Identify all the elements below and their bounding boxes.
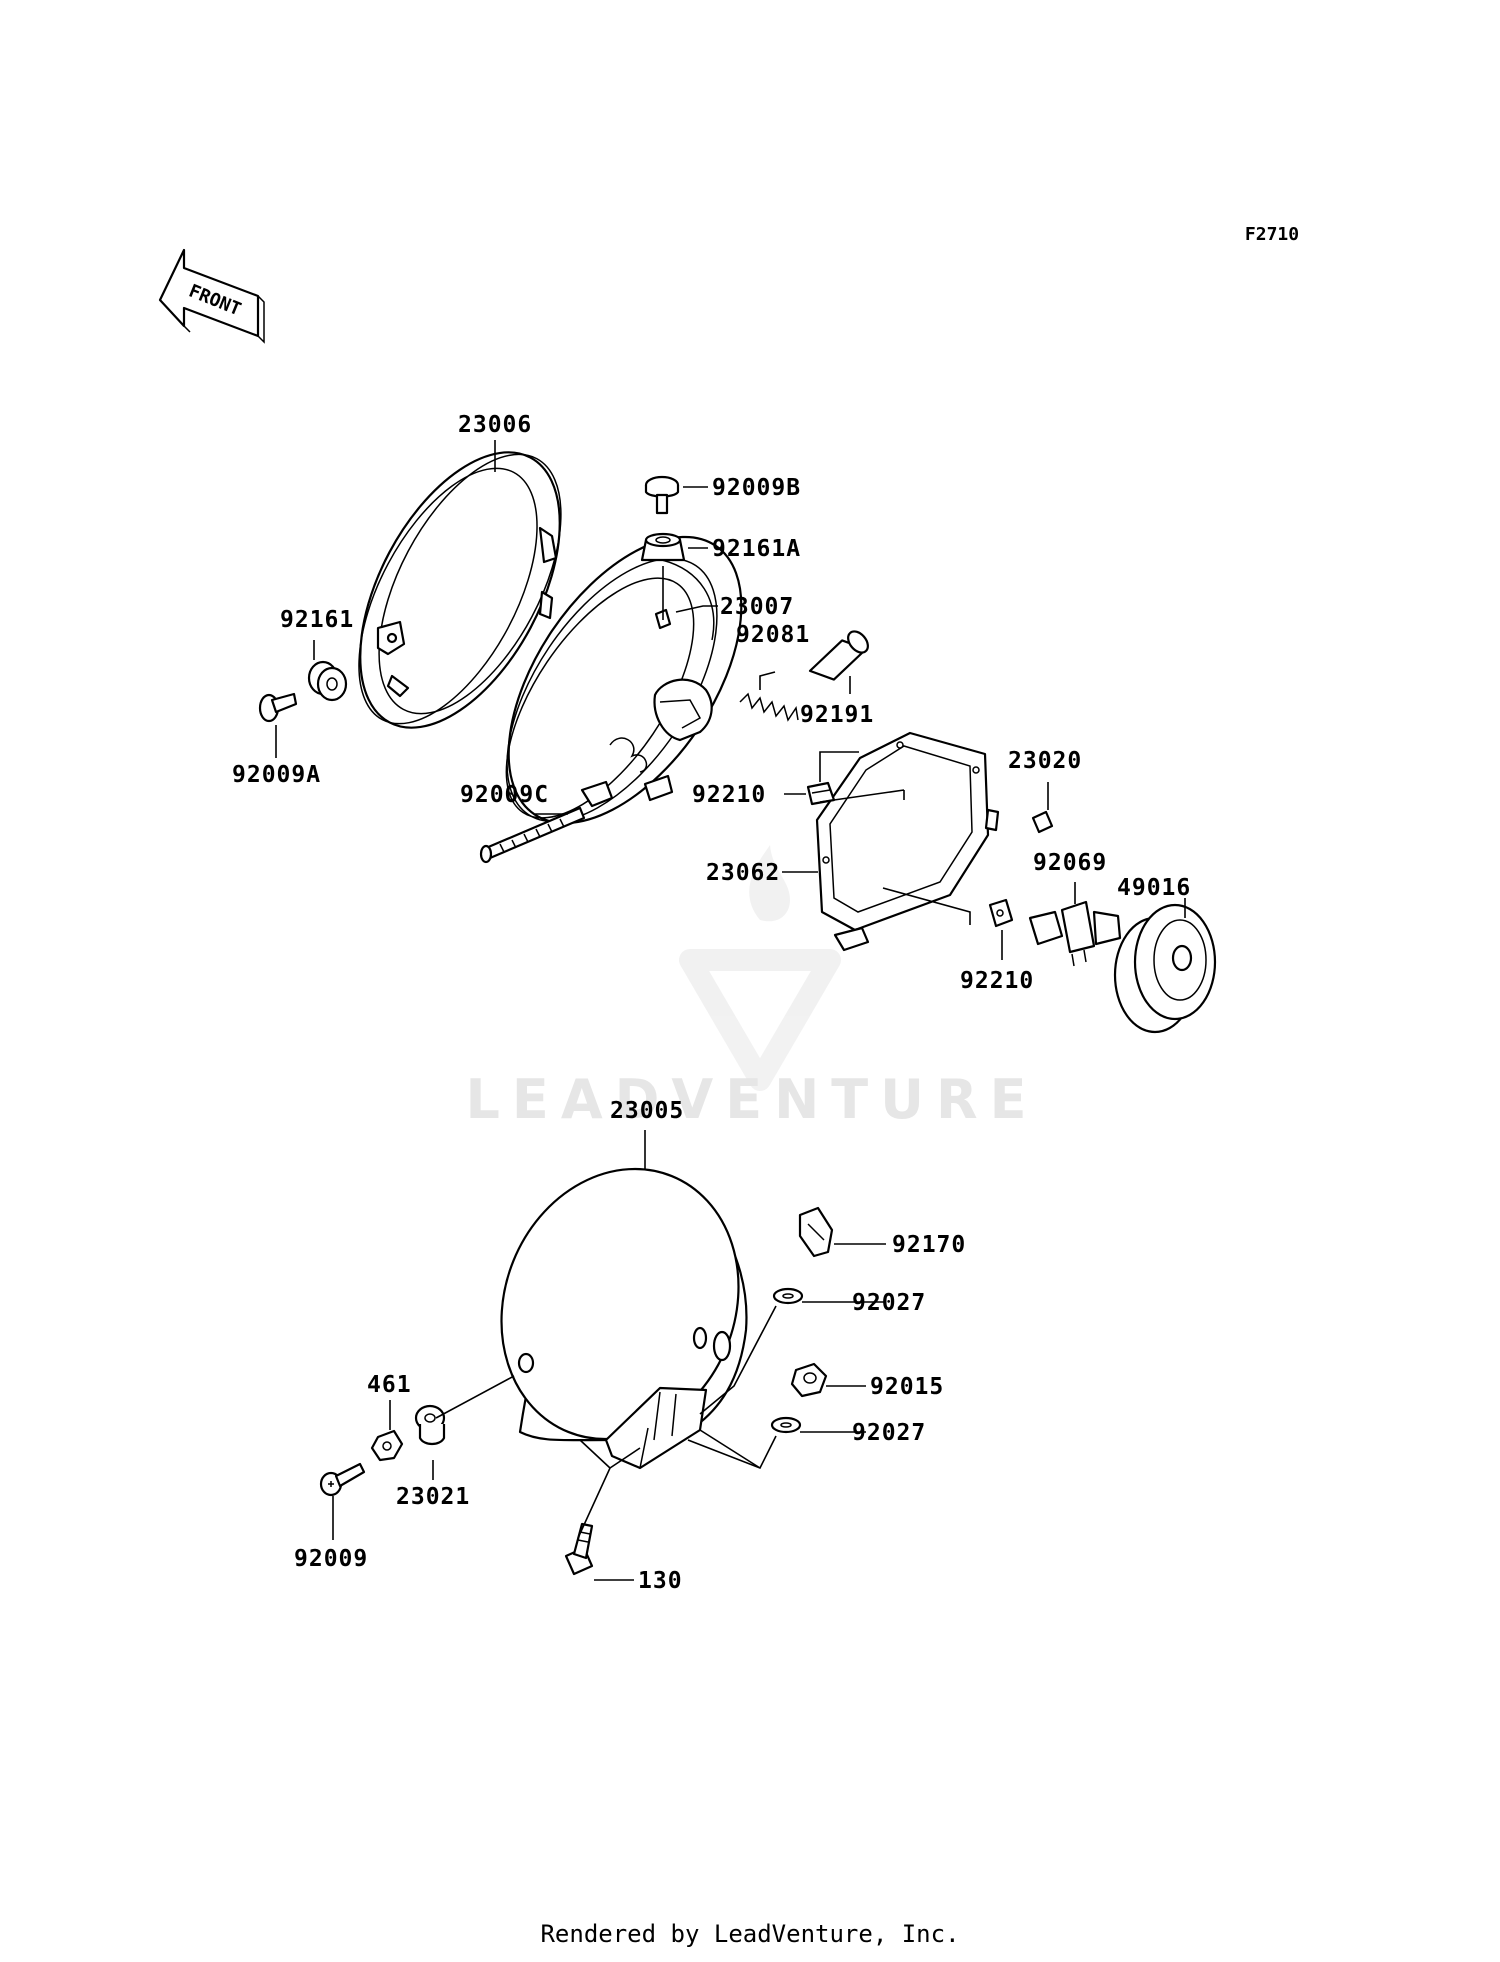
watermark: LEADVENTURE bbox=[466, 845, 1039, 1131]
nut-461 bbox=[370, 1429, 404, 1462]
label-92210-top: 92210 bbox=[692, 782, 766, 808]
front-arrow-icon: FRONT bbox=[158, 248, 265, 344]
headlight-rim bbox=[358, 451, 562, 729]
screw-92009C bbox=[479, 806, 586, 864]
label-92210-bottom: 92210 bbox=[960, 968, 1034, 994]
bulb-92069 bbox=[1028, 900, 1122, 967]
credit-text: Rendered by LeadVenture, Inc. bbox=[540, 1920, 959, 1948]
label-92069: 92069 bbox=[1033, 850, 1107, 876]
label-92170: 92170 bbox=[892, 1232, 966, 1258]
screw-92009B bbox=[644, 475, 680, 515]
screw-92009A bbox=[258, 692, 298, 723]
clip-92210-bottom bbox=[988, 898, 1014, 928]
label-92015: 92015 bbox=[870, 1374, 944, 1400]
screw-92009 bbox=[319, 1462, 366, 1497]
label-23006: 23006 bbox=[458, 412, 532, 438]
watermark-logo bbox=[679, 845, 841, 1091]
label-23005: 23005 bbox=[610, 1098, 684, 1124]
label-92009C: 92009C bbox=[460, 782, 549, 808]
label-92009: 92009 bbox=[294, 1546, 368, 1572]
washer-92027-bottom bbox=[770, 1416, 802, 1434]
bolt-130 bbox=[564, 1522, 594, 1576]
headlight-housing bbox=[500, 1167, 748, 1470]
dust-cover-49016 bbox=[1113, 903, 1217, 1034]
label-23062: 23062 bbox=[706, 860, 780, 886]
label-461: 461 bbox=[367, 1372, 412, 1398]
spring-92081 bbox=[739, 692, 799, 722]
nut-92015 bbox=[790, 1362, 828, 1398]
tube-92191 bbox=[808, 630, 869, 681]
clip-23020 bbox=[1031, 810, 1054, 834]
headlight-unit bbox=[505, 535, 743, 825]
watermark-text: LEADVENTURE bbox=[466, 1068, 1039, 1131]
part-labels: 23006 92009B 92161A 23007 92081 92161 92… bbox=[232, 412, 1191, 1594]
grommet-92161 bbox=[307, 660, 348, 702]
label-23021: 23021 bbox=[396, 1484, 470, 1510]
label-23007: 23007 bbox=[720, 594, 794, 620]
label-92009A: 92009A bbox=[232, 762, 321, 788]
label-49016: 49016 bbox=[1117, 875, 1191, 901]
bracket-92170 bbox=[798, 1206, 834, 1258]
label-92009B: 92009B bbox=[712, 475, 801, 501]
label-92027-bottom: 92027 bbox=[852, 1420, 926, 1446]
label-92191: 92191 bbox=[800, 702, 874, 728]
leader-lines bbox=[275, 440, 1186, 1581]
label-92027-top: 92027 bbox=[852, 1290, 926, 1316]
collar-23021 bbox=[414, 1404, 446, 1446]
label-92161A: 92161A bbox=[712, 536, 801, 562]
label-130: 130 bbox=[638, 1568, 683, 1594]
label-92081: 92081 bbox=[736, 622, 810, 648]
mounting-frame bbox=[815, 731, 1000, 952]
figure-code: F2710 bbox=[1245, 224, 1299, 245]
label-23020: 23020 bbox=[1008, 748, 1082, 774]
grommet-92161A bbox=[640, 532, 686, 562]
washer-92027-top bbox=[772, 1287, 804, 1305]
label-92161: 92161 bbox=[280, 607, 354, 633]
